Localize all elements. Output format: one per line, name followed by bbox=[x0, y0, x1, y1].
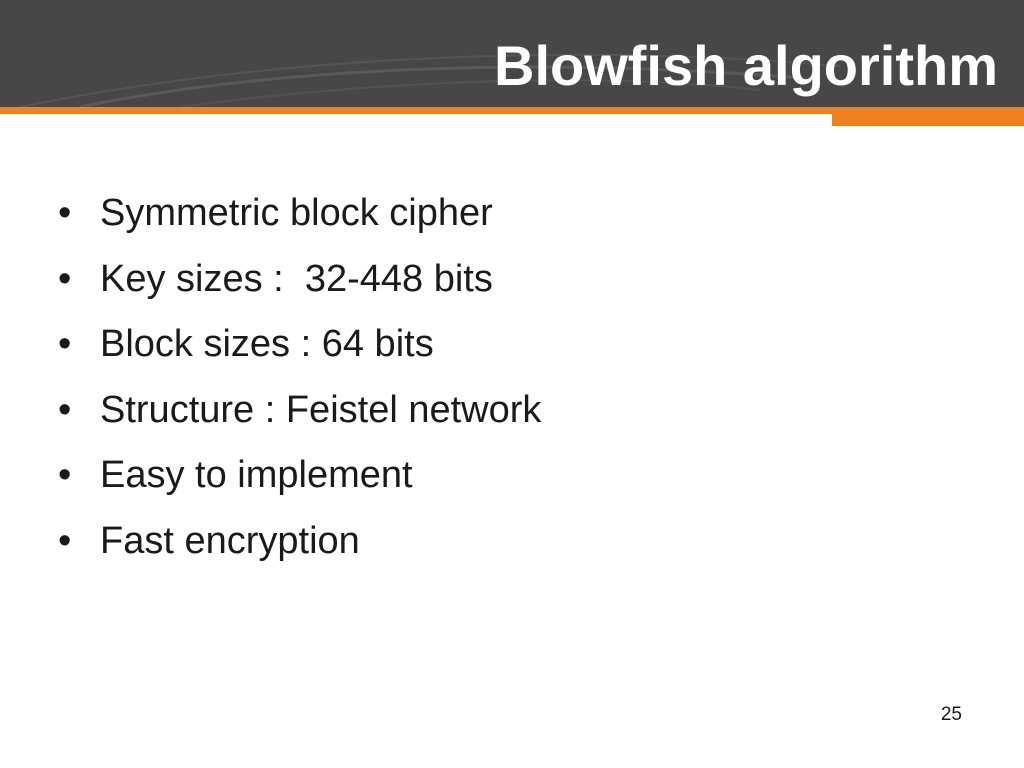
bullet-item: • Structure : Feistel network bbox=[58, 377, 541, 443]
page-number: 25 bbox=[940, 704, 962, 725]
title-bar: Blowfish algorithm bbox=[0, 0, 1024, 107]
bullet-text: Key sizes : 32-448 bits bbox=[100, 257, 493, 300]
bullet-item: • Block sizes : 64 bits bbox=[58, 311, 541, 377]
header-swoosh-decoration bbox=[19, 53, 841, 107]
bullet-text: Easy to implement bbox=[100, 454, 413, 496]
bullet-list: • Symmetric block cipher • Key sizes : 32-… bbox=[58, 180, 541, 573]
bullet-item: • Symmetric block cipher bbox=[58, 180, 541, 246]
bullet-item: • Fast encryption bbox=[58, 508, 541, 574]
slide-title: Blowfish algorithm bbox=[494, 34, 998, 97]
bullet-dot-icon: • bbox=[58, 519, 72, 562]
bullet-text: Structure : Feistel network bbox=[100, 388, 542, 431]
bullet-dot-icon: • bbox=[58, 454, 72, 496]
orange-corner-tab bbox=[832, 107, 1024, 126]
bullet-dot-icon: • bbox=[58, 388, 72, 431]
bullet-dot-icon: • bbox=[58, 323, 72, 365]
bullet-text: Fast encryption bbox=[100, 519, 360, 562]
bullet-text: Block sizes : 64 bits bbox=[100, 323, 434, 365]
bullet-item: • Key sizes : 32-448 bits bbox=[58, 246, 541, 312]
bullet-dot-icon: • bbox=[58, 192, 72, 234]
bullet-text: Symmetric block cipher bbox=[100, 192, 493, 234]
bullet-item: • Easy to implement bbox=[58, 442, 541, 508]
orange-divider-line bbox=[0, 107, 1024, 114]
bullet-dot-icon: • bbox=[58, 257, 72, 300]
